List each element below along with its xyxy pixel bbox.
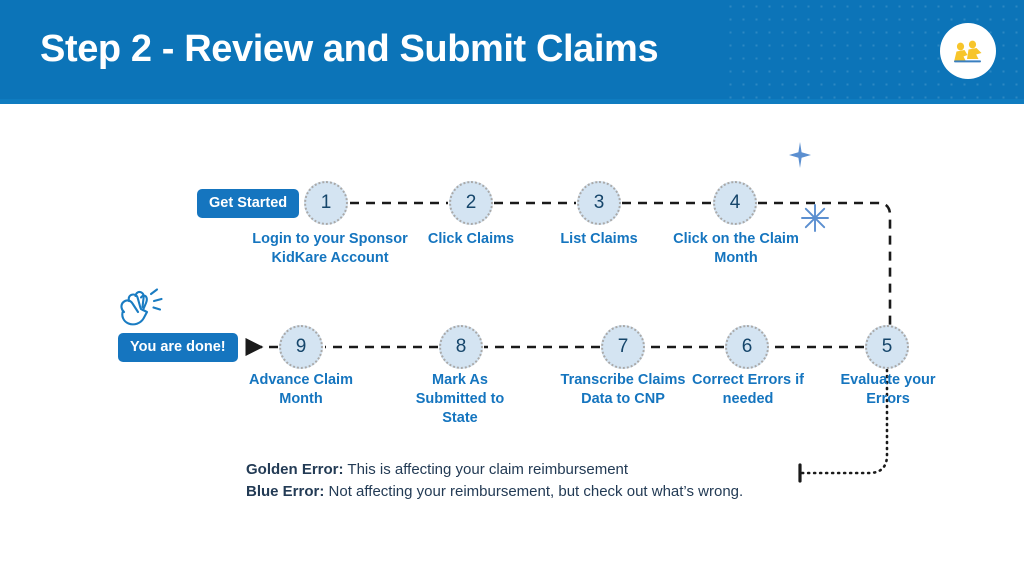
people-group-icon (954, 40, 982, 63)
header-accent-strip (0, 99, 1024, 104)
legend-row-blue-error: Blue Error: Not affecting your reimburse… (246, 481, 743, 503)
step-label-7: Transcribe Claims Data to CNP (560, 372, 686, 407)
step-label-3: List Claims (560, 231, 638, 247)
legend-text-golden: This is affecting your claim reimburseme… (343, 461, 629, 478)
step-label-4: Click on the Claim Month (673, 231, 799, 266)
header-bar: Step 2 - Review and Submit Claims (0, 0, 1024, 99)
step-label-1: Login to your Sponsor KidKare Account (252, 231, 408, 266)
you-are-done-badge[interactable]: You are done! (118, 333, 238, 362)
legend-term-golden: Golden Error: (246, 461, 344, 478)
step-label-6: Correct Errors if needed (691, 372, 804, 407)
step-label-9: Advance Claim Month (249, 372, 353, 407)
step-node-2[interactable]: 2 (449, 181, 493, 225)
legend-text-blue: Not affecting your reimbursement, but ch… (324, 483, 744, 500)
sparkle-icon (789, 142, 811, 168)
step-node-1[interactable]: 1 (304, 181, 348, 225)
step-node-5[interactable]: 5 (865, 325, 909, 369)
logo-badge (940, 23, 996, 79)
step-node-7[interactable]: 7 (601, 325, 645, 369)
clapping-hands-icon (120, 288, 163, 326)
get-started-badge[interactable]: Get Started (197, 189, 300, 218)
step-label-8: Mark As Submitted to State (415, 372, 505, 426)
sparkle-icon (801, 204, 829, 232)
page-title: Step 2 - Review and Submit Claims (40, 28, 659, 70)
step-label-2: Click Claims (427, 231, 515, 247)
step-node-4[interactable]: 4 (713, 181, 757, 225)
step-node-3[interactable]: 3 (577, 181, 621, 225)
step-node-9[interactable]: 9 (279, 325, 323, 369)
step-node-8[interactable]: 8 (439, 325, 483, 369)
legend-row-golden-error: Golden Error: This is affecting your cla… (246, 459, 743, 481)
legend: Golden Error: This is affecting your cla… (246, 459, 743, 503)
step-node-6[interactable]: 6 (725, 325, 769, 369)
step-label-5: Evaluate your Errors (840, 372, 936, 407)
legend-term-blue: Blue Error: (246, 483, 325, 500)
